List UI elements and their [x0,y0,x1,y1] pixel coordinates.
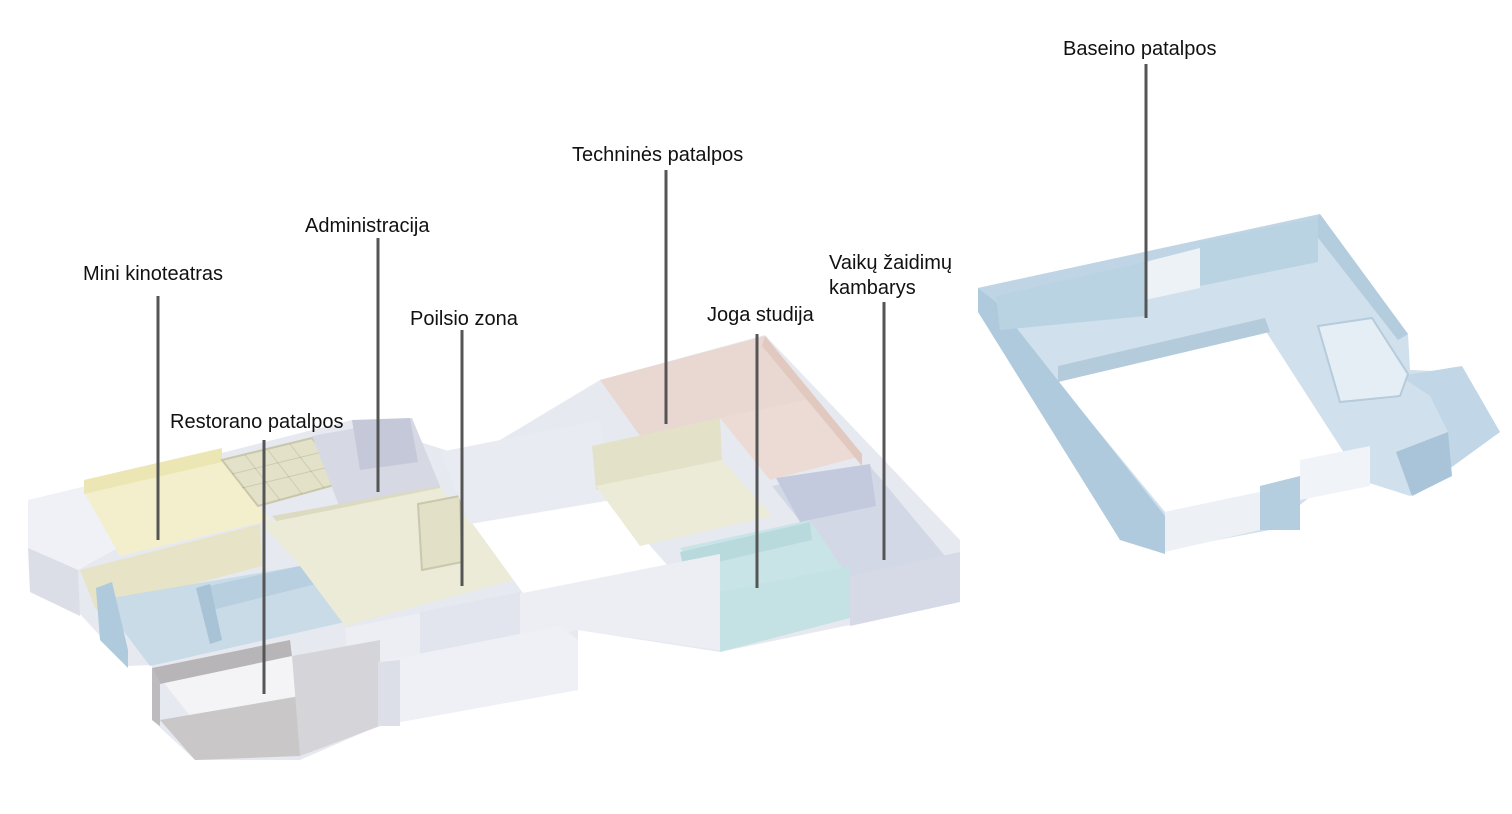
leader-lines [156,64,1148,694]
left-wing-wall [28,548,80,616]
pool-right-wall [1312,214,1408,340]
label-kids-line1: Vaikų žaidimų [829,252,952,274]
courtyard-walls [440,420,612,524]
blue-room-wall-left [96,582,128,668]
pool-front-white-wall [1165,492,1260,552]
room-labels: Mini kinoteatras Administracija Restoran… [83,38,1216,433]
technical-floor [600,336,815,436]
label-rest-zone: Poilsio zona [410,308,519,330]
label-pool: Baseino patalpos [1063,38,1216,60]
pool-void [1058,330,1350,512]
restaurant-side [292,640,380,756]
label-technical: Techninės patalpos [572,144,743,166]
pool-front-blue-wall [1260,476,1300,530]
technical-wall [762,336,862,466]
cinema-back-wall [84,448,222,494]
label-cinema: Mini kinoteatras [83,263,223,285]
rest-zone-pillar [416,494,464,572]
pool-back-gap [1145,248,1200,300]
label-yoga: Joga studija [707,304,815,326]
pool-back-panel-2 [1200,218,1318,286]
label-restaurant: Restorano patalpos [170,411,343,433]
main-building [28,335,960,760]
cinema-floor [84,460,270,556]
pool-small-rooms [1316,316,1410,404]
label-admin: Administracija [305,215,430,237]
label-kids-line2: kambarys [829,277,916,299]
pool-lower-white-wall [1300,446,1370,500]
pool-inner-edge [1058,318,1270,382]
technical-beige-floor [596,460,772,546]
restaurant-wall-left [152,668,160,726]
cinema-front-wall [80,524,262,610]
restaurant-wall-front [160,696,300,760]
restaurant-wall-back [152,640,292,684]
technical-band-wall [592,418,722,490]
admin-wall [352,418,418,470]
pool-building [978,214,1500,554]
yoga-wall-front [710,566,850,652]
front-wall-lower-shade [378,660,400,726]
kids-wall [776,464,876,522]
pool-left-wall [978,288,1165,554]
front-wall-lower [378,626,578,726]
pool-right-annex-wall [1396,432,1452,496]
blue-room-wall-front [200,566,316,610]
right-end-wall [850,552,960,626]
blue-room-divider [196,584,222,644]
pool-back-panel-1 [996,262,1145,330]
